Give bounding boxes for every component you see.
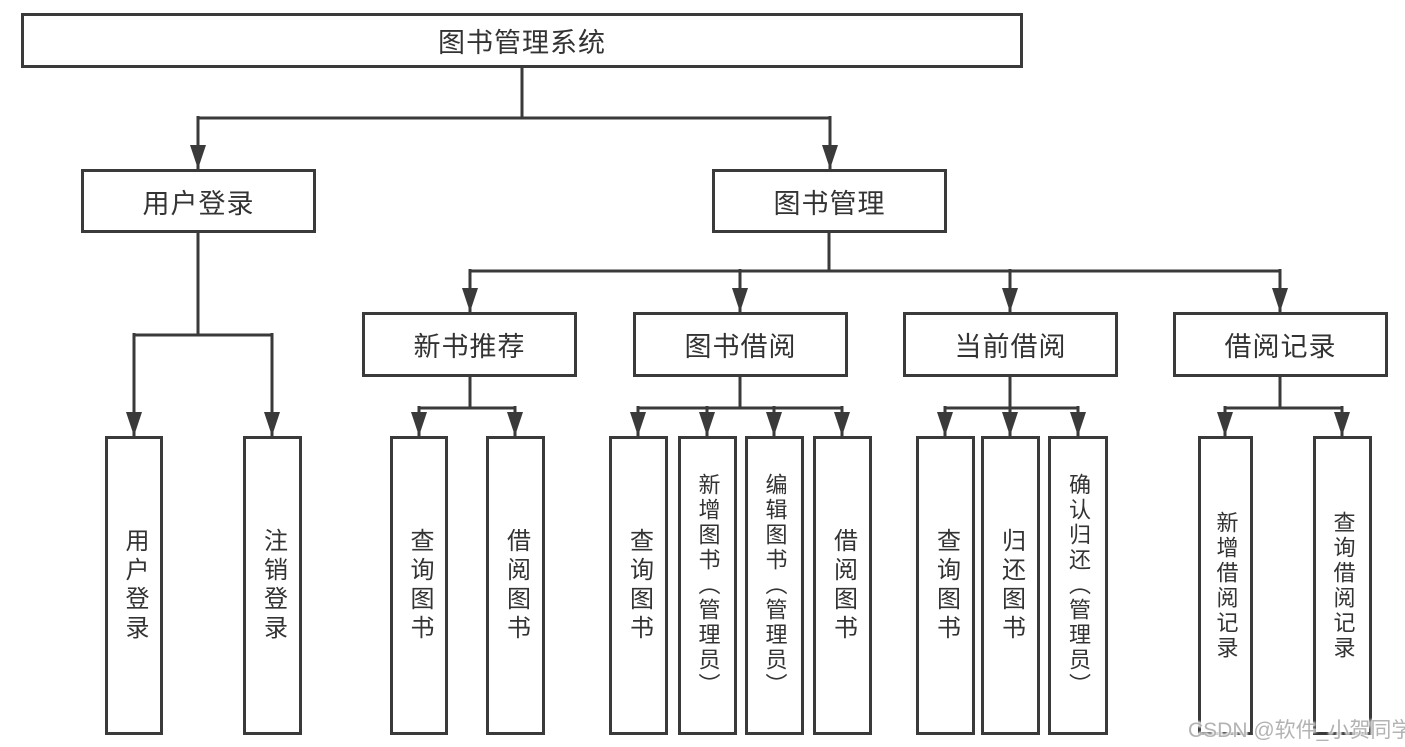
node-borrow-records: 借阅记录 (1173, 312, 1388, 377)
node-user-login: 用户登录 (81, 169, 316, 233)
node-new-books: 新书推荐 (362, 312, 577, 377)
node-current-borrow: 当前借阅 (903, 312, 1118, 377)
leaf-nb-borrow-books: 借阅图书 (486, 436, 545, 735)
leaf-bb-add-books: 新增图书（管理员） (678, 436, 737, 735)
leaf-nb-borrow-books-label: 借阅图书 (502, 527, 530, 644)
node-root: 图书管理系统 (21, 13, 1023, 68)
leaf-user-logout-label: 注销登录 (259, 527, 287, 644)
leaf-cb-return-books-label: 归还图书 (997, 527, 1025, 644)
leaf-cb-confirm-return-label: 确认归还（管理员） (1066, 473, 1091, 698)
leaf-user-login-label: 用户登录 (121, 527, 148, 644)
leaf-nb-query-books: 查询图书 (390, 436, 448, 735)
leaf-br-query-record-label: 查询借阅记录 (1330, 510, 1356, 661)
leaf-bb-add-books-label: 新增图书（管理员） (695, 473, 721, 698)
node-book-mgmt-label: 图书管理 (773, 188, 886, 219)
node-book-borrow: 图书借阅 (633, 312, 848, 377)
leaf-cb-query-books: 查询图书 (916, 436, 975, 735)
leaf-br-add-record-label: 新增借阅记录 (1213, 510, 1239, 661)
node-root-label: 图书管理系统 (438, 28, 606, 58)
leaf-cb-confirm-return: 确认归还（管理员） (1048, 436, 1108, 735)
leaf-user-logout: 注销登录 (243, 436, 302, 735)
leaf-br-query-record: 查询借阅记录 (1313, 436, 1372, 735)
node-user-login-label: 用户登录 (142, 188, 255, 219)
leaf-bb-query-books-label: 查询图书 (625, 527, 653, 644)
node-borrow-records-label: 借阅记录 (1224, 332, 1337, 362)
node-book-borrow-label: 图书借阅 (684, 332, 797, 362)
connector-group (126, 68, 1350, 436)
leaf-bb-borrow-books-label: 借阅图书 (829, 527, 857, 644)
leaf-cb-return-books: 归还图书 (981, 436, 1040, 735)
node-book-mgmt: 图书管理 (712, 169, 947, 233)
node-new-books-label: 新书推荐 (413, 332, 526, 362)
csdn-watermark: CSDN @软件_小贺同学 (1188, 719, 1405, 742)
node-current-borrow-label: 当前借阅 (954, 332, 1067, 362)
leaf-br-add-record: 新增借阅记录 (1198, 436, 1253, 735)
leaf-bb-edit-books-label: 编辑图书（管理员） (762, 473, 788, 698)
leaf-user-login: 用户登录 (105, 436, 163, 735)
leaf-nb-query-books-label: 查询图书 (406, 527, 433, 644)
leaf-bb-borrow-books: 借阅图书 (813, 436, 872, 735)
leaf-cb-query-books-label: 查询图书 (932, 527, 960, 644)
leaf-bb-edit-books: 编辑图书（管理员） (745, 436, 804, 735)
leaf-bb-query-books: 查询图书 (609, 436, 668, 735)
